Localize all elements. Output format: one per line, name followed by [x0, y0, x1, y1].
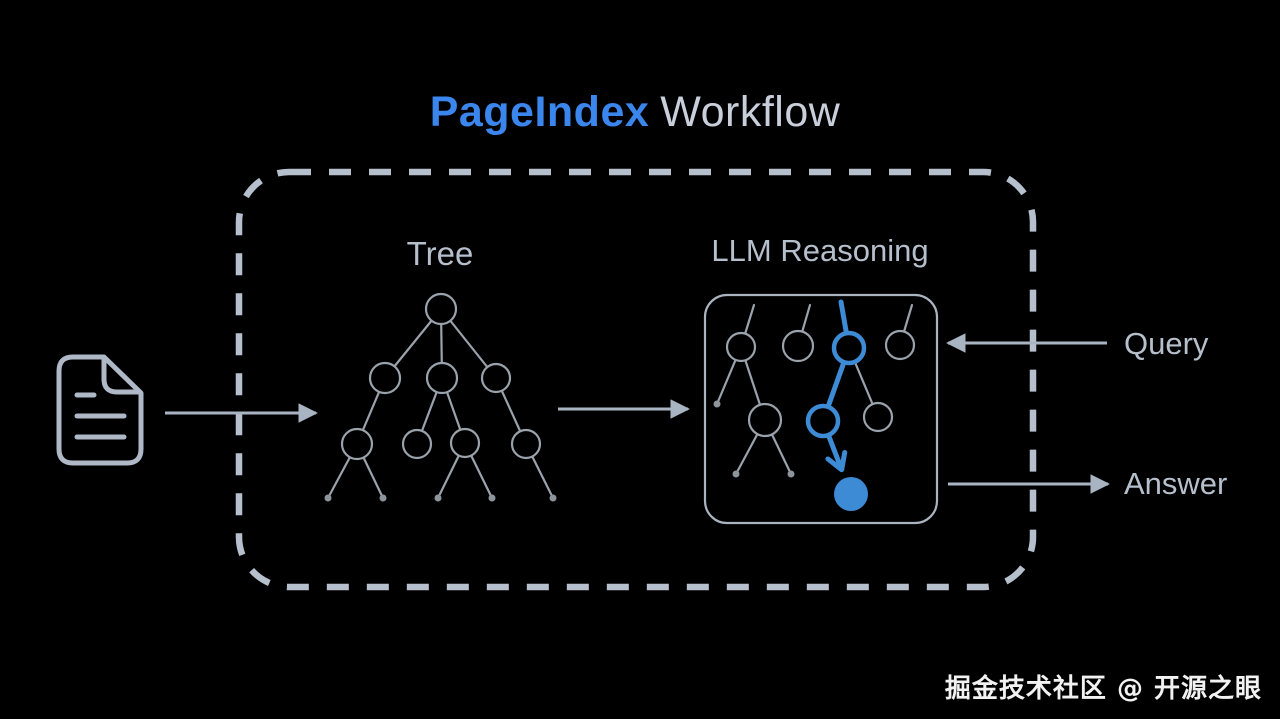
tree-node: [449, 427, 481, 459]
llm-selected-node: [831, 330, 867, 366]
llm-reasoning-diagram: [713, 299, 916, 511]
tree-node: [480, 362, 512, 394]
llm-node: [747, 402, 783, 438]
llm-node: [884, 329, 916, 361]
llm-reasoning-label: LLM Reasoning: [711, 233, 929, 268]
tree-leaf-dot: [379, 494, 387, 502]
tree-leaf-dot: [324, 494, 332, 502]
flow-arrows: [165, 333, 1110, 494]
tree-node: [401, 428, 433, 460]
llm-node: [725, 331, 757, 363]
tree-node: [425, 361, 459, 395]
tree-node: [340, 427, 374, 461]
answer-label: Answer: [1124, 466, 1228, 501]
tree-node: [424, 292, 458, 326]
document-outline: [56, 354, 144, 466]
llm-node: [781, 329, 815, 363]
tree-leaf-dot: [549, 494, 557, 502]
llm-selected-node: [805, 403, 841, 439]
tree-leaf-dot: [434, 494, 442, 502]
llm-leaf-dot: [732, 470, 740, 478]
document-folded-corner: [101, 355, 142, 395]
llm-answer-node: [834, 477, 868, 511]
title-rest: Workflow: [660, 88, 841, 136]
tree-leaf-dot: [488, 494, 496, 502]
llm-reasoning-box: [703, 293, 939, 525]
llm-node: [862, 401, 894, 433]
pipeline-dashed-boundary: [235, 168, 1037, 591]
llm-leaf-dot: [787, 470, 795, 478]
document-icon: [56, 354, 144, 466]
query-label: Query: [1124, 326, 1209, 361]
tree-node: [510, 428, 542, 460]
title-brand: PageIndex: [429, 88, 650, 136]
llm-leaf-dot: [713, 400, 721, 408]
tree-node: [368, 361, 402, 395]
watermark-text: 掘金技术社区 @ 开源之眼: [944, 674, 1262, 704]
tree-structure-diagram: [324, 292, 557, 502]
tree-label: Tree: [406, 235, 474, 272]
